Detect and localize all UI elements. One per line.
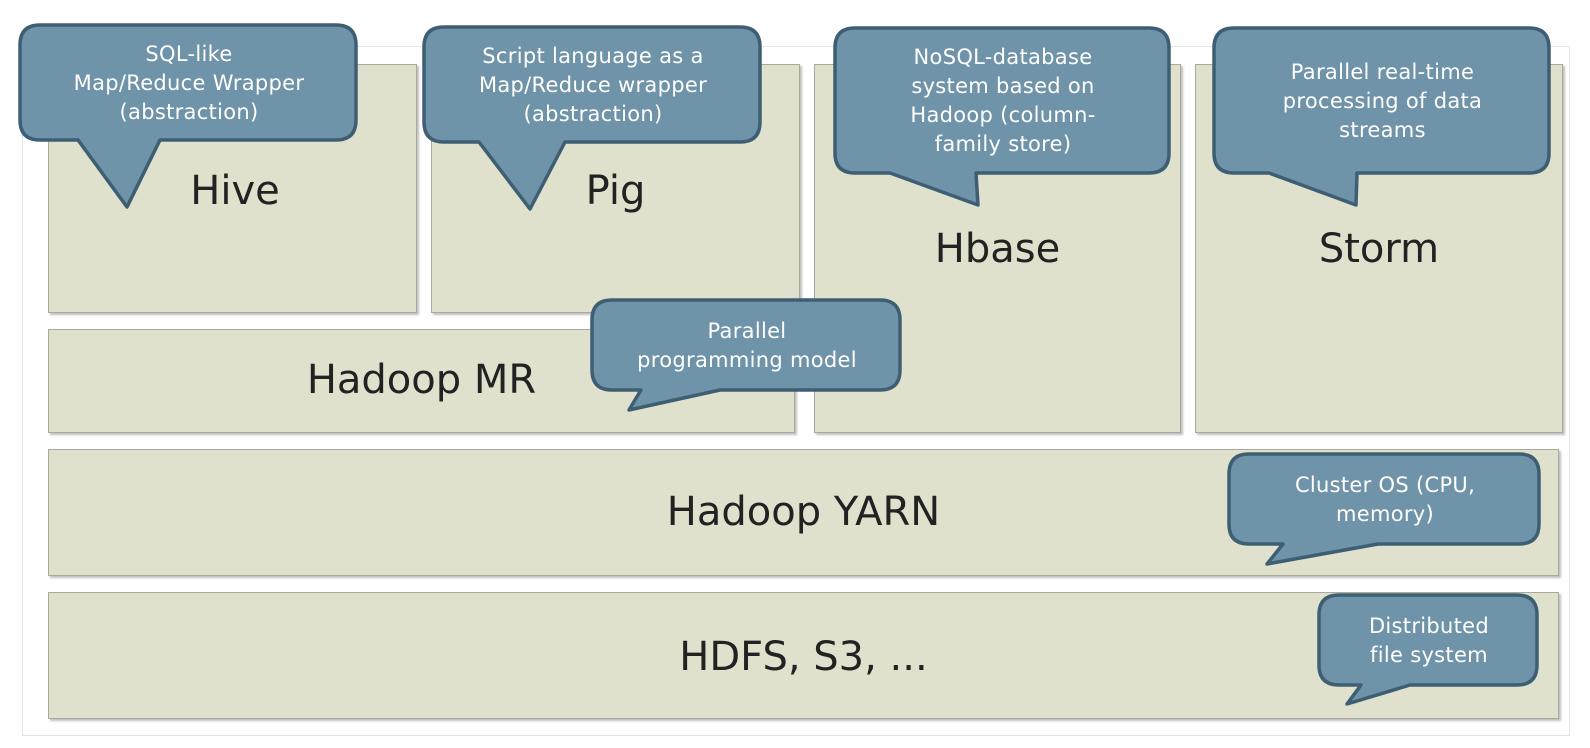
hadoop-mr-callout-text: Parallel programming model: [637, 319, 857, 372]
storm-label: Storm: [1318, 226, 1440, 272]
hadoop-mr-callout: [590, 298, 902, 412]
storage-label: HDFS, S3, ...: [679, 634, 928, 680]
storm-callout-text: Parallel real-time processing of data st…: [1282, 59, 1483, 142]
pig-label: Pig: [585, 168, 646, 214]
hbase-label: Hbase: [934, 226, 1061, 272]
storage-callout-text: Distributed file system: [1368, 614, 1490, 667]
hbase-callout: [833, 26, 1171, 207]
storage-box: HDFS, S3, ...: [48, 592, 1559, 719]
hadoop-yarn-label: Hadoop YARN: [666, 489, 941, 535]
hive-callout: [18, 23, 358, 209]
hbase-callout-text: NoSQL-database system based on Hadoop (c…: [910, 45, 1096, 156]
pig-callout: [422, 25, 762, 211]
hadoop-yarn-callout: [1227, 452, 1541, 566]
storage-callout: [1317, 593, 1539, 706]
hive-callout-text: SQL-like Map/Reduce Wrapper (abstraction…: [73, 41, 305, 124]
hadoop-yarn-callout-text: Cluster OS (CPU, memory): [1294, 473, 1476, 526]
pig-callout-text: Script language as a Map/Reduce wrapper …: [478, 43, 708, 126]
storm-callout: [1212, 26, 1551, 207]
hive-label: Hive: [190, 168, 280, 214]
hadoop-mr-label: Hadoop MR: [306, 357, 537, 403]
